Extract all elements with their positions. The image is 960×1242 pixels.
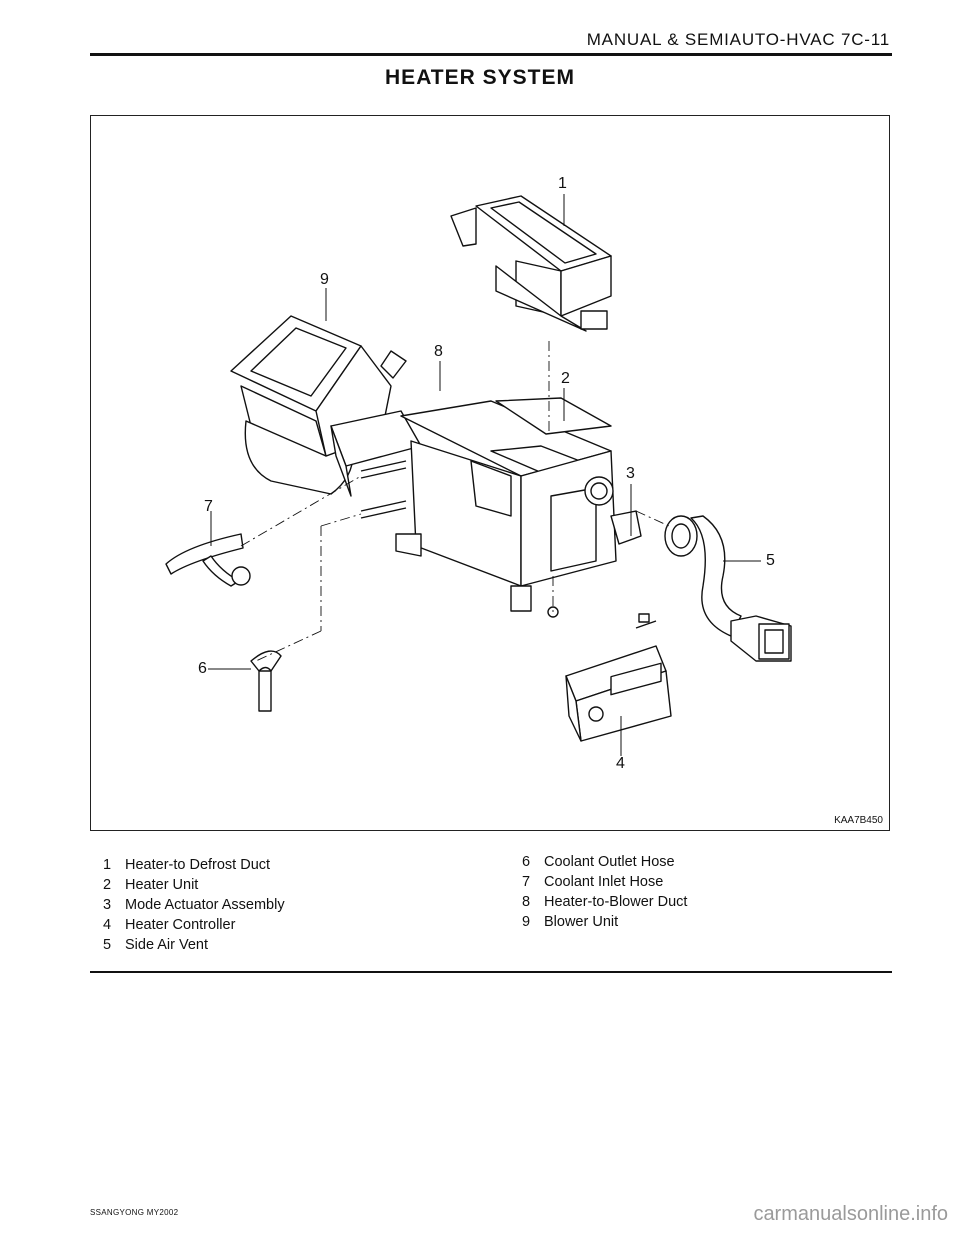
page-title: HEATER SYSTEM <box>385 66 575 89</box>
legend-label: Heater Controller <box>125 917 236 933</box>
legend-number: 2 <box>103 877 112 893</box>
figure-code: KAA7B450 <box>834 815 883 826</box>
legend-item: 1 Heater-to Defrost Duct <box>103 855 285 875</box>
legend-number: 9 <box>522 914 531 930</box>
legend-label: Blower Unit <box>544 914 619 930</box>
legend-number: 7 <box>522 874 531 890</box>
callout-4: 4 <box>616 755 625 772</box>
callout-1: 1 <box>558 175 567 192</box>
legend-number: 4 <box>103 917 112 933</box>
page-header-title: MANUAL & SEMIAUTO-HVAC 7C-11 <box>586 30 890 49</box>
legend-number: 1 <box>103 857 112 873</box>
legend-left: 1 Heater-to Defrost Duct 2 Heater Unit 3 Mo… <box>103 855 285 955</box>
legend-item: 5 Side Air Vent <box>103 935 285 955</box>
coolant-inlet-hose-drawing <box>165 533 251 587</box>
watermark-text: carmanualsonline.info <box>753 1203 948 1225</box>
defrost-duct-drawing <box>450 195 612 332</box>
legend-label: Coolant Outlet Hose <box>544 854 675 870</box>
legend-label: Mode Actuator Assembly <box>125 897 285 913</box>
legend-label: Coolant Inlet Hose <box>544 874 664 890</box>
legend-item: 4 Heater Controller <box>103 915 285 935</box>
callout-6: 6 <box>198 660 207 677</box>
coolant-outlet-hose-drawing <box>250 650 282 712</box>
footer-brand-text: SSANGYONG MY2002 <box>90 1208 179 1217</box>
callout-7: 7 <box>204 498 213 515</box>
legend-item: 9 Blower Unit <box>522 912 687 932</box>
callout-9: 9 <box>320 271 329 288</box>
callout-8: 8 <box>434 343 443 360</box>
legend-number: 5 <box>103 937 112 953</box>
legend-number: 3 <box>103 897 112 913</box>
legend-item: 7 Coolant Inlet Hose <box>522 872 687 892</box>
figure-frame: 1 9 8 2 3 5 4 7 6 KAA7B450 <box>90 115 890 831</box>
footer-rule <box>90 971 892 973</box>
heater-controller-drawing <box>565 613 672 742</box>
heater-unit-drawing <box>330 397 642 587</box>
legend-label: Heater-to Defrost Duct <box>125 857 271 873</box>
legend-item: 2 Heater Unit <box>103 875 285 895</box>
heater-system-illustration <box>165 194 792 756</box>
callout-5: 5 <box>766 552 775 569</box>
callout-3: 3 <box>626 465 635 482</box>
legend-label: Side Air Vent <box>125 937 209 953</box>
legend-label: Heater Unit <box>125 877 199 893</box>
legend-number: 8 <box>522 894 531 910</box>
side-air-vent-drawing <box>664 515 792 662</box>
legend-right: 6 Coolant Outlet Hose 7 Coolant Inlet Hose… <box>522 852 687 932</box>
legend-number: 6 <box>522 854 531 870</box>
header-rule <box>90 53 892 56</box>
legend-item: 6 Coolant Outlet Hose <box>522 852 687 872</box>
legend-item: 3 Mode Actuator Assembly <box>103 895 285 915</box>
callout-2: 2 <box>561 370 570 387</box>
coolant-pipes-drawing <box>360 460 532 612</box>
legend-item: 8 Heater-to-Blower Duct <box>522 892 687 912</box>
legend-label: Heater-to-Blower Duct <box>544 894 688 910</box>
